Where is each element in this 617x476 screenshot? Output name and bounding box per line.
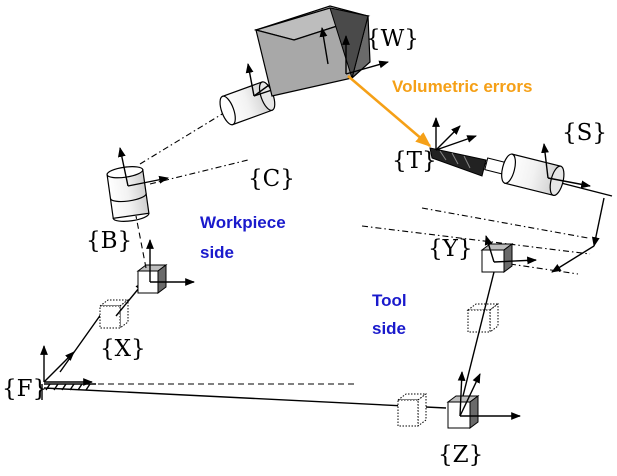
- label-z: {Z}: [438, 442, 483, 468]
- label-x: {X}: [100, 336, 146, 362]
- c-rotary-axis: [219, 63, 297, 126]
- x-axis-box: [59, 299, 130, 373]
- x-stage-box: [115, 239, 195, 317]
- label-s: {S}: [562, 120, 607, 146]
- label-c: {C}: [248, 166, 295, 192]
- tool-and-spindle: [429, 117, 613, 197]
- label-b: {B}: [86, 228, 132, 254]
- volumetric-errors-label: Volumetric errors: [392, 77, 532, 96]
- workpiece-side-label-line2: side: [200, 243, 234, 262]
- z-axis-stage: [396, 371, 521, 429]
- y-axis-stage: [361, 197, 605, 401]
- workpiece-box: [253, 5, 389, 97]
- volumetric-error-arrow: [347, 75, 432, 148]
- tool-side-label-line1: Tool: [372, 291, 407, 310]
- base-frame-f: [40, 345, 447, 409]
- workpiece-side-label-line1: Workpiece: [200, 213, 286, 232]
- label-f: {F}: [2, 376, 47, 402]
- label-y: {Y}: [428, 236, 472, 262]
- b-rotary-axis: [106, 107, 249, 269]
- label-t: {T}: [392, 148, 437, 174]
- label-w: {W}: [366, 26, 419, 52]
- tool-side-label-line2: side: [372, 319, 406, 338]
